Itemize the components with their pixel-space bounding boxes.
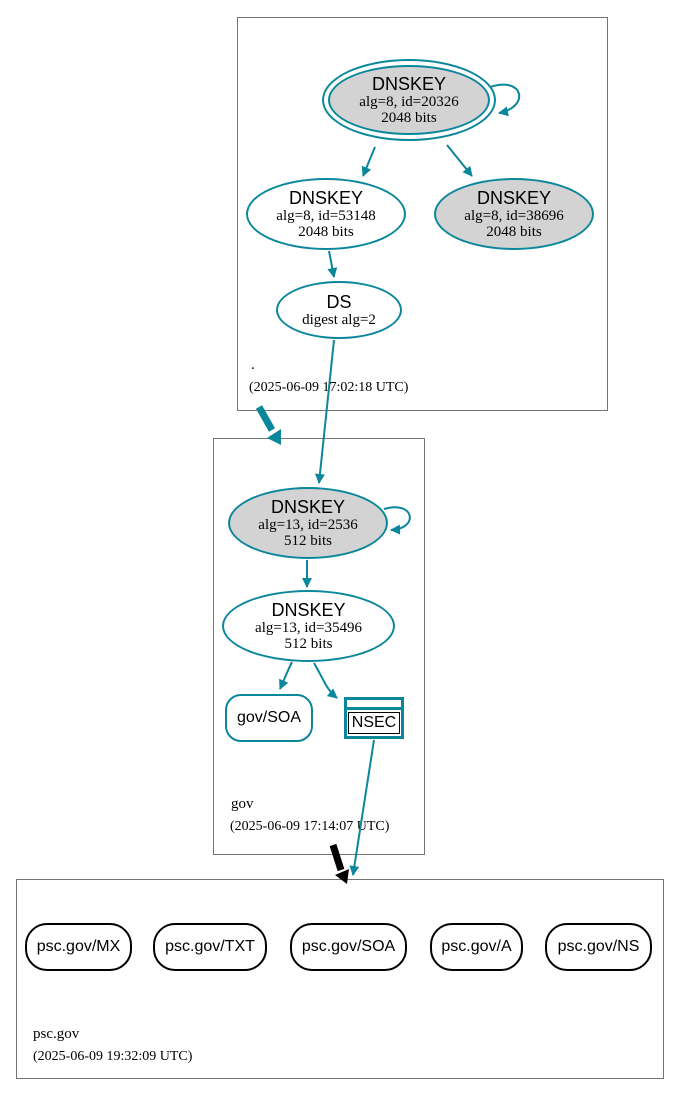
node-psc-gov-ns-rrset[interactable]: psc.gov/NS [545,923,652,971]
node-label: psc.gov/MX [36,938,121,955]
node-detail-bits: 512 bits [284,533,332,549]
node-detail-alg-id: alg=13, id=35496 [255,620,362,636]
node-label: psc.gov/SOA [301,938,396,955]
node-root-zsk-dnskey[interactable]: DNSKEY alg=8, id=53148 2048 bits [246,178,406,250]
nsec-header-strip [347,700,401,710]
node-gov-nsec[interactable]: NSEC [344,697,404,739]
zone-timestamp-root: (2025-06-09 17:02:18 UTC) [249,380,409,395]
node-detail-bits: 2048 bits [381,110,437,126]
node-detail-alg-id: alg=8, id=53148 [276,208,376,224]
node-title: DNSKEY [270,497,346,517]
node-detail-bits: 2048 bits [486,224,542,240]
node-gov-ksk-dnskey[interactable]: DNSKEY alg=13, id=2536 512 bits [228,487,388,559]
zone-timestamp-gov: (2025-06-09 17:14:07 UTC) [230,819,390,834]
zone-timestamp-psc-gov: (2025-06-09 19:32:09 UTC) [33,1049,193,1064]
node-root-ksk-dnskey[interactable]: DNSKEY alg=8, id=20326 2048 bits [322,59,496,141]
node-detail-digest: digest alg=2 [302,312,376,328]
node-detail-alg-id: alg=13, id=2536 [258,517,358,533]
node-psc-gov-txt-rrset[interactable]: psc.gov/TXT [153,923,267,971]
node-gov-ds[interactable]: DS digest alg=2 [276,281,402,339]
zone-label-psc-gov: psc.gov [33,1026,80,1042]
node-title: DNSKEY [476,188,552,208]
node-title: DNSKEY [371,74,446,94]
node-label: psc.gov/NS [557,938,640,955]
node-title: DNSKEY [271,600,346,620]
node-psc-gov-a-rrset[interactable]: psc.gov/A [430,923,523,971]
zone-label-gov: gov [231,796,254,812]
node-gov-zsk-dnskey[interactable]: DNSKEY alg=13, id=35496 512 bits [222,590,395,662]
zone-box-root [237,17,608,411]
node-gov-soa-rrset[interactable]: gov/SOA [225,694,313,742]
node-root-ksk-inner-ring [328,65,490,135]
node-root-dnskey-38696[interactable]: DNSKEY alg=8, id=38696 2048 bits [434,178,594,250]
node-title: DS [326,292,352,312]
node-psc-gov-mx-rrset[interactable]: psc.gov/MX [25,923,132,971]
node-psc-gov-soa-rrset[interactable]: psc.gov/SOA [290,923,407,971]
node-label: psc.gov/A [441,938,512,955]
node-detail-bits: 512 bits [284,636,333,652]
node-detail-alg-id: alg=8, id=20326 [359,94,459,110]
node-detail-alg-id: alg=8, id=38696 [464,208,564,224]
node-label: gov/SOA [236,709,302,726]
node-title: DNSKEY [288,188,364,208]
zone-label-root: . [251,357,255,373]
node-detail-bits: 2048 bits [298,224,354,240]
node-label: psc.gov/TXT [165,938,255,955]
node-label: NSEC [347,712,401,734]
